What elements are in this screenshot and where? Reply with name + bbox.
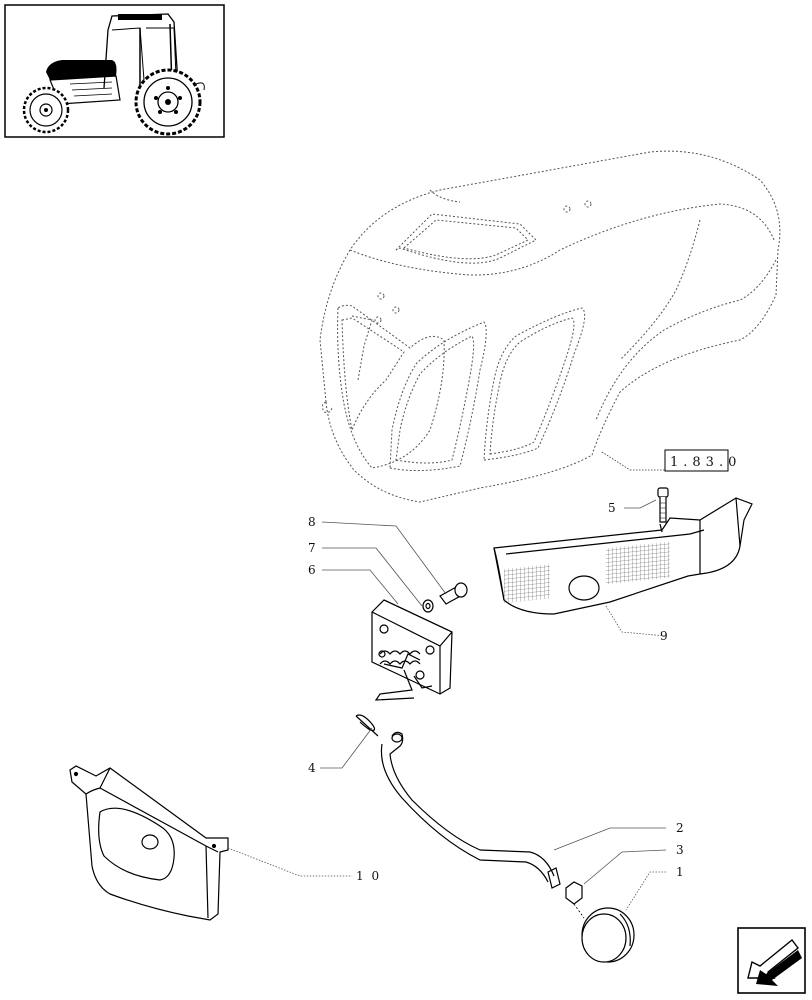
part-2-release-rod	[380, 731, 561, 889]
callout-2: 2	[676, 821, 686, 835]
tractor-thumbnail-icon	[4, 4, 225, 138]
part-5-bolt	[657, 487, 669, 523]
callout-7: 7	[308, 541, 318, 555]
part-10-handle-housing	[69, 765, 229, 921]
part-7-washer	[422, 599, 434, 613]
part-8-screw	[439, 582, 468, 605]
callout-1: 1	[676, 865, 686, 879]
part-3-nut	[565, 881, 585, 919]
next-page-arrow-icon[interactable]	[737, 927, 806, 994]
part-1-knob	[581, 907, 635, 963]
part-6-latch-plate	[371, 599, 453, 701]
callout-labels: 1 2 3 4 5 6 7 8 9 1 0	[308, 501, 686, 883]
engine-hood-outline	[319, 150, 781, 503]
callout-6: 6	[308, 563, 318, 577]
callout-8: 8	[308, 515, 318, 529]
callout-10: 1 0	[356, 869, 381, 883]
callout-5: 5	[608, 501, 618, 515]
reference-callout[interactable]: 1.83.0	[601, 449, 741, 472]
callout-9: 9	[660, 629, 670, 643]
leader-lines	[227, 499, 667, 911]
callout-4: 4	[308, 761, 318, 775]
callout-3: 3	[676, 843, 686, 857]
part-4-clip	[355, 714, 379, 737]
part-9-front-panel	[493, 497, 753, 615]
reference-label: 1.83.0	[670, 455, 741, 470]
